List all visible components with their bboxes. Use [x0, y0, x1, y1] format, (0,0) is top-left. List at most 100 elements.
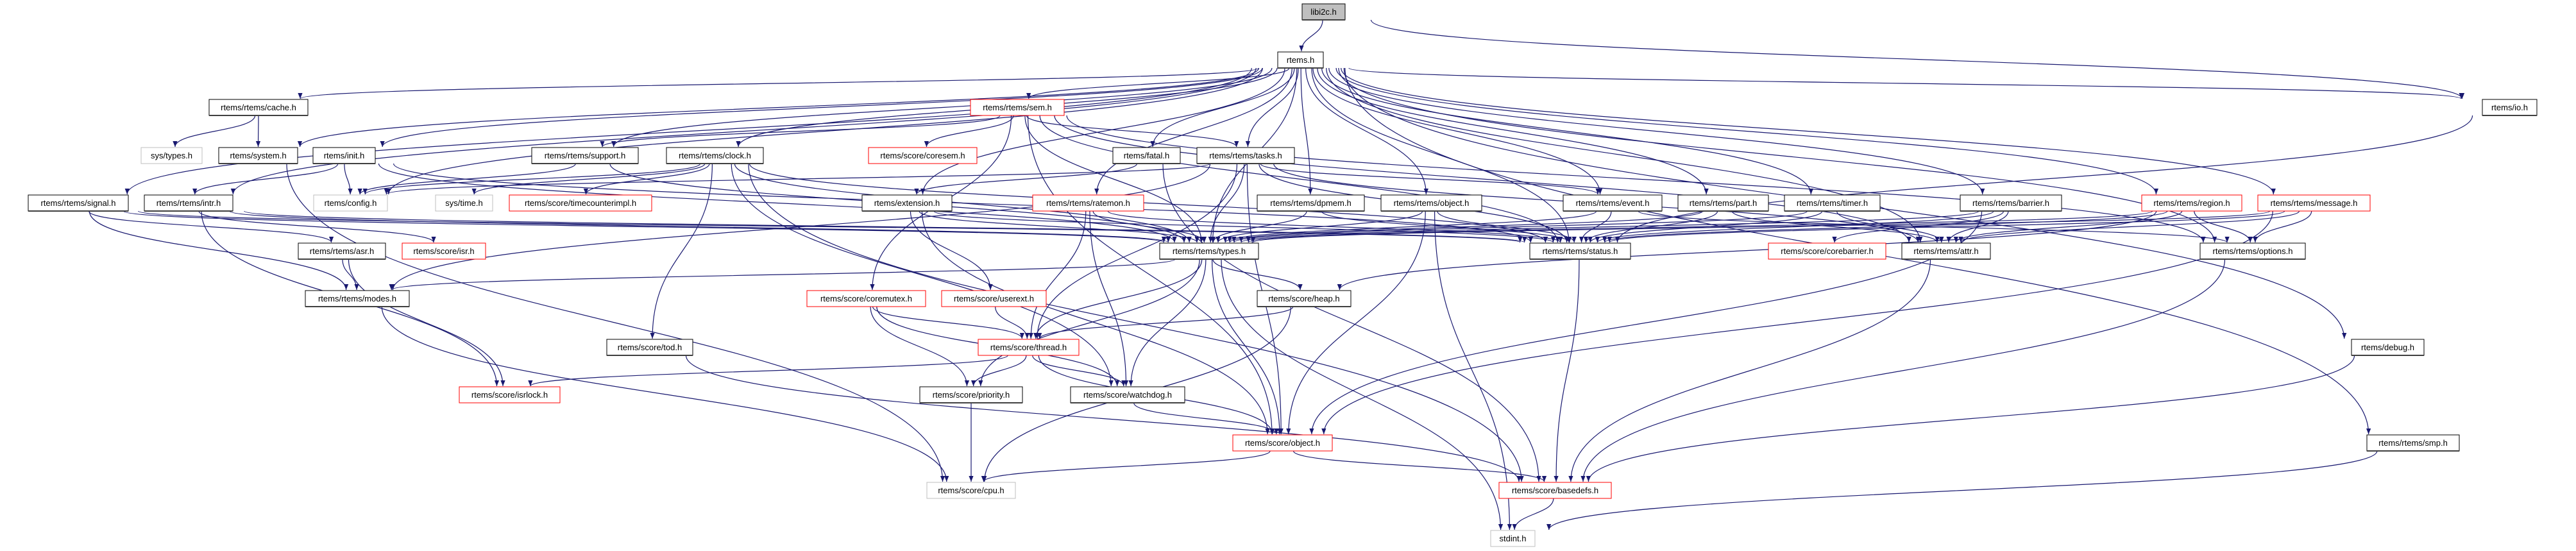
node-modes[interactable]: rtems/rtems/modes.h — [305, 290, 410, 307]
node-isrlock[interactable]: rtems/score/isrlock.h — [459, 386, 561, 403]
node-label: rtems/rtems/intr.h — [157, 198, 221, 208]
edge-sobject-to-basedefs — [1292, 450, 1546, 482]
edge-rtems-to-dpmem — [1300, 67, 1313, 195]
node-timer[interactable]: rtems/rtems/timer.h — [1784, 194, 1881, 212]
edge-rtems-to-cache — [298, 67, 1260, 99]
edge-types-to-modes — [389, 259, 1176, 291]
edge-message-to-options — [2253, 210, 2312, 243]
node-attr[interactable]: rtems/rtems/attr.h — [1901, 242, 1991, 260]
edge-tasks-to-event — [1260, 163, 1600, 195]
node-basedefs[interactable]: rtems/score/basedefs.h — [1498, 482, 1612, 499]
node-barrier[interactable]: rtems/rtems/barrier.h — [1960, 194, 2062, 212]
node-signal[interactable]: rtems/rtems/signal.h — [28, 194, 129, 212]
node-dpmem[interactable]: rtems/rtems/dpmem.h — [1257, 194, 1365, 212]
node-systypes[interactable]: sys/types.h — [140, 147, 203, 164]
edge-tasks-to-types — [1208, 163, 1245, 243]
node-userext[interactable]: rtems/score/userext.h — [941, 290, 1047, 307]
node-sem[interactable]: rtems/rtems/sem.h — [970, 99, 1065, 116]
node-tasks[interactable]: rtems/rtems/tasks.h — [1196, 147, 1295, 164]
node-isr[interactable]: rtems/score/isr.h — [402, 242, 486, 260]
edge-debug-to-basedefs — [1586, 355, 2355, 482]
node-region[interactable]: rtems/rtems/region.h — [2141, 194, 2242, 212]
edge-rtems-to-init — [380, 67, 1263, 148]
edge-part-to-attr — [1731, 210, 1940, 243]
node-smp[interactable]: rtems/rtems/smp.h — [2366, 434, 2460, 452]
node-debug[interactable]: rtems/debug.h — [2351, 339, 2425, 356]
node-sobject[interactable]: rtems/score/object.h — [1232, 434, 1333, 452]
edge-types-to-heap — [1212, 259, 1303, 291]
edge-barrier-to-types — [1239, 210, 1979, 243]
node-status[interactable]: rtems/rtems/status.h — [1529, 242, 1631, 260]
node-label: rtems/rtems/message.h — [2271, 198, 2358, 208]
node-cpu[interactable]: rtems/score/cpu.h — [926, 482, 1016, 499]
node-label: rtems/score/cpu.h — [938, 486, 1004, 495]
node-heap[interactable]: rtems/score/heap.h — [1257, 290, 1352, 307]
node-system[interactable]: rtems/system.h — [218, 147, 298, 164]
node-box — [509, 194, 652, 212]
node-coresem[interactable]: rtems/score/coresem.h — [868, 147, 978, 164]
node-ratemon[interactable]: rtems/rtems/ratemon.h — [1032, 194, 1144, 212]
edge-rtems-to-part — [1317, 67, 1709, 195]
edge-robject-to-stdint — [1434, 210, 1513, 530]
edge-attr-to-basedefs — [1568, 259, 1931, 482]
node-init[interactable]: rtems/init.h — [312, 147, 376, 164]
node-box — [298, 242, 386, 260]
node-tci[interactable]: rtems/score/timecounterimpl.h — [509, 194, 652, 212]
node-box — [459, 386, 561, 403]
node-box — [1032, 194, 1144, 212]
node-types[interactable]: rtems/rtems/types.h — [1159, 242, 1259, 260]
node-event[interactable]: rtems/rtems/event.h — [1563, 194, 1663, 212]
node-label: rtems/config.h — [325, 198, 377, 208]
node-intr[interactable]: rtems/rtems/intr.h — [144, 194, 233, 212]
node-coremutex[interactable]: rtems/score/coremutex.h — [806, 290, 926, 307]
edge-rtems-to-sem — [1026, 67, 1290, 99]
node-io[interactable]: rtems/io.h — [2482, 99, 2538, 116]
node-thread[interactable]: rtems/score/thread.h — [978, 339, 1080, 356]
node-label: rtems/rtems/event.h — [1576, 198, 1650, 208]
edge-basedefs-to-stdint — [1512, 498, 1554, 530]
node-asr[interactable]: rtems/rtems/asr.h — [298, 242, 386, 260]
node-box — [806, 290, 926, 307]
node-label: rtems/score/corebarrier.h — [1781, 246, 1874, 256]
node-libi2c[interactable]: libi2c.h — [1301, 3, 1346, 21]
node-box — [1784, 194, 1881, 212]
node-clock[interactable]: rtems/rtems/clock.h — [666, 147, 764, 164]
edge-clock-to-tci — [583, 163, 710, 195]
node-rtems[interactable]: rtems.h — [1277, 51, 1324, 69]
node-watchdog[interactable]: rtems/score/watchdog.h — [1070, 386, 1185, 403]
node-support[interactable]: rtems/rtems/support.h — [531, 147, 639, 164]
edge-sem-to-status — [1039, 115, 1560, 243]
node-label: rtems/rtems/signal.h — [40, 198, 115, 208]
node-box — [1901, 242, 1991, 260]
edge-rtems-to-options — [1338, 67, 2217, 243]
node-systime[interactable]: sys/time.h — [435, 194, 493, 212]
node-label: rtems/rtems/asr.h — [310, 246, 374, 256]
node-stdint[interactable]: stdint.h — [1490, 530, 1536, 547]
node-box — [941, 290, 1047, 307]
node-message[interactable]: rtems/rtems/message.h — [2257, 194, 2371, 212]
node-config[interactable]: rtems/config.h — [313, 194, 388, 212]
node-fatal[interactable]: rtems/fatal.h — [1112, 147, 1181, 164]
node-box — [1257, 194, 1365, 212]
node-label: rtems/rtems/timer.h — [1797, 198, 1868, 208]
node-cache[interactable]: rtems/rtems/cache.h — [208, 99, 309, 116]
node-box — [1196, 147, 1295, 164]
node-label: rtems.h — [1287, 55, 1314, 65]
edge-rtems-to-timer — [1321, 67, 1813, 195]
node-tod[interactable]: rtems/score/tod.h — [606, 339, 693, 356]
node-options[interactable]: rtems/rtems/options.h — [2199, 242, 2306, 260]
edge-timer-to-types — [1232, 210, 1808, 243]
node-corebarrier[interactable]: rtems/score/corebarrier.h — [1768, 242, 1886, 260]
node-part[interactable]: rtems/rtems/part.h — [1677, 194, 1769, 212]
node-box — [1257, 290, 1352, 307]
edge-system-to-cpu — [286, 163, 945, 482]
node-extension[interactable]: rtems/extension.h — [861, 194, 953, 212]
edge-ratemon-to-thread — [1028, 210, 1087, 339]
node-label: rtems/rtems/options.h — [2213, 246, 2293, 256]
node-label: rtems/rtems/attr.h — [1913, 246, 1978, 256]
node-priority[interactable]: rtems/score/priority.h — [919, 386, 1023, 403]
edge-heap-to-thread — [1037, 306, 1294, 339]
node-box — [2351, 339, 2425, 356]
edge-clock-to-watchdog — [731, 163, 1114, 387]
node-robject[interactable]: rtems/rtems/object.h — [1380, 194, 1482, 212]
